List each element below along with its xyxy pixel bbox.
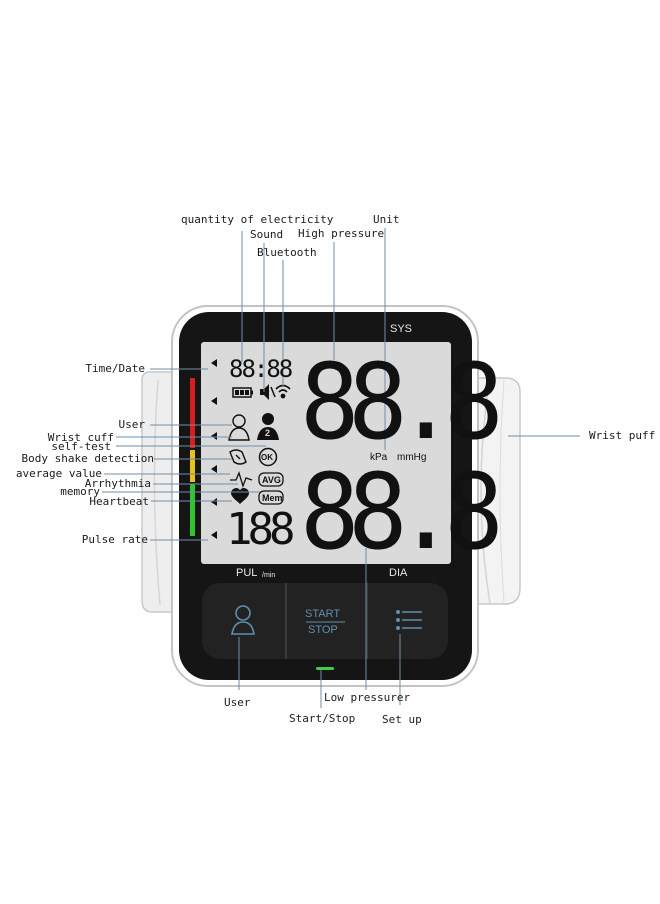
callout-arrhythmia: Arrhythmia (84, 477, 151, 490)
button-panel (202, 583, 448, 659)
dia-reading: 88.8 (300, 451, 504, 573)
callout-wrist-cuff: Wrist cuff (47, 431, 114, 444)
user-button-icon (231, 605, 255, 635)
callout-user-side: User (118, 418, 146, 431)
callout-self-test: self-test (51, 440, 111, 453)
unit-kpa: kPa (370, 452, 388, 463)
callout-wrist-puff: Wrist puff (589, 429, 656, 442)
dia-label: DIA (389, 567, 408, 579)
pul-label: PUL (236, 567, 258, 579)
callout-bluetooth: Bluetooth (257, 246, 317, 259)
callout-time-date: Time/Date (85, 362, 145, 375)
pulse-reading: 188 (226, 504, 296, 555)
callout-quantity-of-electricity: quantity of electricity (181, 213, 334, 226)
user-2-number: 2 (265, 428, 271, 438)
user-1-icon (228, 414, 250, 441)
callout-low-pressure: Low pressurer (324, 691, 411, 704)
user-button[interactable] (204, 585, 284, 657)
callout-sound: Sound (250, 228, 284, 241)
arrhythmia-wave-icon (230, 471, 253, 489)
status-led (316, 667, 334, 670)
unit-mmhg: mmHg (397, 452, 427, 463)
battery-icon (232, 387, 253, 398)
ok-badge: OK (261, 453, 273, 462)
sys-reading: 88.8 (300, 341, 504, 463)
sys-label: SYS (390, 323, 413, 335)
mem-badge: Mem (262, 493, 283, 503)
pul-unit-label: /min (262, 572, 276, 579)
callout-memory: memory (60, 485, 100, 498)
lcd-arrows (211, 359, 217, 539)
callout-user-button: User (224, 696, 251, 709)
avg-badge: AVG (262, 475, 281, 485)
avg-badge-frame (258, 472, 284, 487)
callout-average-value: average value (15, 467, 102, 480)
callout-start-stop: Start/Stop (289, 712, 356, 725)
callout-body-shake-detection: Body shake detection (21, 452, 154, 465)
mem-badge-frame (258, 490, 284, 505)
wrist-cuff-icon (229, 449, 247, 465)
callout-unit: Unit (373, 213, 400, 226)
time-display: 88:88 (229, 355, 293, 383)
callout-lines (102, 228, 580, 708)
callout-heartbeat: Heartbeat (89, 495, 149, 508)
stop-text[interactable]: STOP (308, 624, 338, 636)
lcd-screen (201, 342, 451, 564)
start-text[interactable]: START (305, 608, 341, 620)
user-2-icon (257, 413, 279, 440)
callout-high-pressure: High pressure (298, 227, 385, 240)
callout-pulse-rate: Pulse rate (81, 533, 148, 546)
callout-set-up: Set up (382, 713, 422, 726)
self-test-ok-icon (258, 447, 278, 467)
setup-button[interactable] (369, 585, 446, 657)
menu-icon (395, 609, 422, 630)
bp-level-indicator (190, 378, 195, 536)
